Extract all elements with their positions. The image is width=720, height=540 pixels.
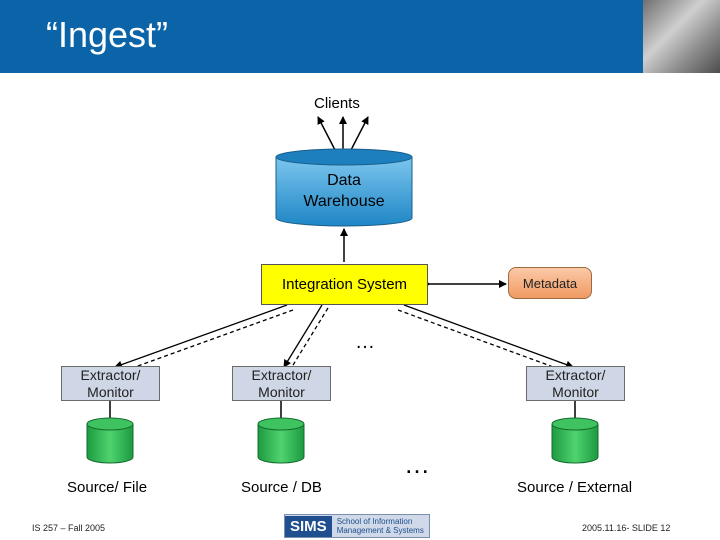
source-label: Source / External (517, 479, 633, 496)
clients-label: Clients (314, 95, 360, 112)
extractor-monitor-box: Extractor/ Monitor (61, 366, 160, 401)
metadata-box: Metadata (508, 267, 592, 299)
extractor-links (114, 304, 574, 373)
extractor-line2: Monitor (87, 383, 134, 400)
logo-line1: School of Information (336, 517, 413, 526)
footer-course: IS 257 – Fall 2005 (32, 523, 106, 533)
extractor-line1: Extractor/ (251, 366, 312, 383)
extractor-monitor-box: Extractor/ Monitor (232, 366, 331, 401)
data-warehouse-cylinder (275, 148, 413, 227)
extractor-monitor-box: Extractor/ Monitor (526, 366, 625, 401)
integration-system-box: Integration System (261, 264, 428, 305)
extractor-db-lines (109, 400, 576, 420)
logo-sims: SIMS (285, 515, 332, 537)
slide-header (0, 0, 720, 73)
extractor-line2: Monitor (552, 383, 599, 400)
source-label: Source/ File (67, 479, 148, 496)
warehouse-line2: Warehouse (303, 193, 385, 210)
footer-slide-number: 2005.11.16- SLIDE 12 (582, 523, 671, 533)
slide-title: “Ingest” (46, 14, 169, 55)
extractor-line2: Monitor (258, 383, 305, 400)
header-photo (643, 0, 720, 73)
source-label: Source / DB (241, 479, 322, 496)
source-db-cylinder (86, 417, 134, 464)
extractor-line1: Extractor/ (80, 366, 141, 383)
source-db-cylinder (257, 417, 305, 464)
data-warehouse-label: Data Warehouse (276, 170, 412, 212)
client-arrows (317, 116, 369, 157)
extractor-line1: Extractor/ (545, 366, 606, 383)
source-db-cylinder (551, 417, 599, 464)
ellipsis-bottom: … (404, 449, 430, 479)
logo-line2: Management & Systems (336, 526, 424, 535)
sims-logo: SIMS School of Information Management & … (284, 514, 430, 538)
logo-text: School of Information Management & Syste… (332, 517, 429, 535)
ellipsis-top: … (355, 331, 375, 353)
warehouse-line1: Data (327, 172, 361, 189)
